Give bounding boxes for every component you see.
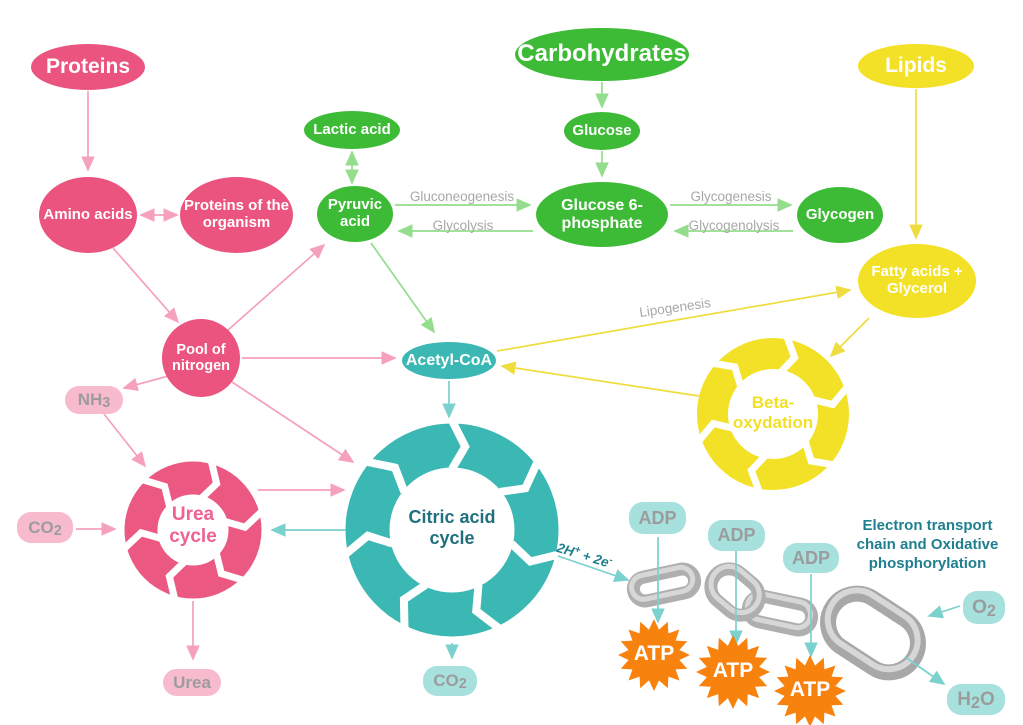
co2-bottom-subscript: 2 — [458, 676, 467, 693]
atp-label-1: ATP — [633, 642, 675, 665]
node-glucose: Glucose — [564, 112, 640, 150]
atp-label-3: ATP — [789, 678, 831, 701]
badge-urea: Urea — [163, 669, 221, 696]
node-lactic-acid: Lactic acid — [304, 111, 400, 149]
h2o-base: H — [957, 688, 971, 710]
badge-adp-2: ADP — [708, 520, 765, 551]
node-pyruvic-acid: Pyruvic acid — [317, 186, 393, 242]
badge-adp-3: ADP — [783, 543, 839, 573]
adp-atp-arrows — [651, 537, 961, 685]
o2-base: O — [972, 596, 987, 618]
badge-adp-1: ADP — [629, 502, 686, 534]
node-amino-acids: Amino acids — [39, 177, 137, 253]
label-gluconeogenesis: Gluconeogenesis — [409, 189, 515, 204]
atp-label-2: ATP — [712, 659, 754, 682]
electron-transport-annotation: Electron transport chain and Oxidative p… — [856, 517, 999, 573]
citric-acid-cycle-ring — [342, 421, 558, 635]
node-lipids: Lipids — [858, 44, 974, 88]
node-carbohydrates: Carbohydrates — [515, 28, 689, 81]
label-glycogenesis: Glycogenesis — [690, 189, 772, 204]
co2-subscript: 2 — [53, 522, 62, 539]
nh3-subscript: 3 — [102, 395, 111, 412]
node-pool-of-nitrogen: Pool of nitrogen — [162, 319, 240, 397]
node-fatty-acids-glycerol: Fatty acids + Glycerol — [858, 244, 976, 318]
h2o-subscript: 2 — [970, 693, 980, 712]
label-glycogenolysis: Glycogenolysis — [688, 218, 780, 233]
node-acetyl-coa: Acetyl-CoA — [402, 342, 496, 379]
node-proteins-of-the-organism: Proteins of the organism — [180, 177, 293, 253]
node-glycogen: Glycogen — [797, 187, 883, 243]
co2-base: CO — [28, 517, 54, 537]
co2-bottom-base: CO — [433, 671, 459, 690]
node-glucose-6-phosphate: Glucose 6- phosphate — [536, 182, 668, 247]
carbohydrate-pathway-arrows — [345, 82, 793, 334]
energy-pathway-arrows — [270, 381, 630, 660]
beta-oxydation-label: Beta- oxydation — [732, 393, 814, 432]
protein-pathway-arrows — [76, 91, 397, 661]
citric-acid-cycle-label: Citric acid cycle — [408, 507, 496, 548]
label-glycolysis: Glycolysis — [432, 218, 494, 233]
urea-cycle-label: Urea cycle — [169, 504, 217, 547]
node-proteins: Proteins — [31, 44, 145, 90]
nh3-base: NH — [77, 390, 103, 409]
urea-cycle-ring — [122, 461, 265, 598]
o2-subscript: 2 — [986, 601, 996, 620]
lipid-pathway-arrows — [496, 89, 923, 397]
beta-oxydation-ring — [695, 336, 851, 492]
h2o-post: O — [979, 688, 995, 710]
